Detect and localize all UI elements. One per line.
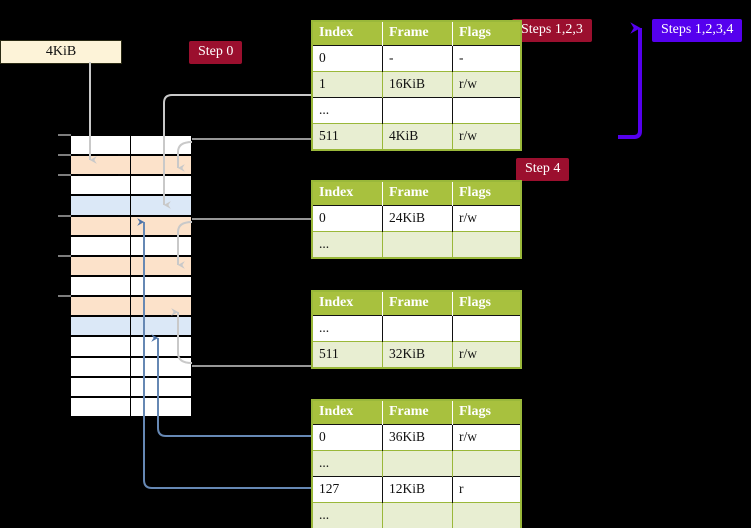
table-cell-frame <box>382 231 453 258</box>
memory-frame-row <box>71 396 191 417</box>
label-steps-1-2-3: Steps 1,2,3 <box>512 19 592 42</box>
column-header-index: Index <box>312 400 383 425</box>
table-cell-index: 127 <box>312 476 383 503</box>
table-cell-index: 511 <box>312 341 383 368</box>
column-header-frame: Frame <box>382 291 453 316</box>
column-header-index: Index <box>312 181 383 206</box>
table-cell-frame: - <box>382 45 453 72</box>
frame-4kib-label: 4KiB <box>45 44 77 59</box>
memory-frame-row <box>71 155 191 176</box>
memory-frame-row <box>71 215 191 236</box>
table-cell-frame: 12KiB <box>382 476 453 503</box>
table-cell-index: 0 <box>312 45 383 72</box>
table-cell-flags: r/w <box>452 205 521 232</box>
table-cell-index: 0 <box>312 424 383 451</box>
table-cell-frame <box>382 315 453 342</box>
memory-column-divider <box>130 135 131 417</box>
column-header-frame: Frame <box>382 400 453 425</box>
table-cell-index: 1 <box>312 71 383 98</box>
table-row[interactable]: ... <box>312 97 521 124</box>
memory-tick-mark <box>58 214 71 217</box>
column-header-flags: Flags <box>452 21 521 46</box>
table-row[interactable]: ... <box>312 502 521 528</box>
column-header-index: Index <box>312 291 383 316</box>
table-cell-index: ... <box>312 231 383 258</box>
arrow-steps-1-2-3-4-return <box>618 22 642 139</box>
memory-frame-row <box>71 336 191 357</box>
table-cell-flags: - <box>452 45 521 72</box>
column-header-flags: Flags <box>452 400 521 425</box>
table-cell-flags: r/w <box>452 341 521 368</box>
memory-frame-row <box>71 135 191 156</box>
table-cell-frame <box>382 502 453 528</box>
table-cell-flags: r/w <box>452 424 521 451</box>
table-cell-flags <box>452 315 521 342</box>
table-cell-flags: r/w <box>452 123 521 150</box>
table-cell-frame: 32KiB <box>382 341 453 368</box>
column-header-index: Index <box>312 21 383 46</box>
frame-4kib-box: 4KiB <box>0 40 122 64</box>
physical-memory-column <box>70 134 191 417</box>
label-steps-1-2-3-4: Steps 1,2,3,4 <box>652 19 743 42</box>
label-step-0: Step 0 <box>189 41 243 64</box>
column-header-frame: Frame <box>382 21 453 46</box>
table-cell-frame: 4KiB <box>382 123 453 150</box>
table-cell-flags: r/w <box>452 71 521 98</box>
table-row[interactable]: ... <box>312 231 521 258</box>
table-row[interactable]: 0-- <box>312 45 521 72</box>
memory-tick-mark <box>58 134 71 136</box>
table-cell-index: 0 <box>312 205 383 232</box>
column-header-frame: Frame <box>382 181 453 206</box>
table-cell-frame: 16KiB <box>382 71 453 98</box>
table-cell-index: ... <box>312 97 383 124</box>
table-row[interactable]: ... <box>312 450 521 477</box>
table-cell-frame: 36KiB <box>382 424 453 451</box>
memory-frame-row <box>71 175 191 196</box>
table-cell-flags <box>452 450 521 477</box>
table-cell-frame: 24KiB <box>382 205 453 232</box>
column-header-flags: Flags <box>452 181 521 206</box>
memory-frame-row <box>71 235 191 256</box>
table-cell-flags: r <box>452 476 521 503</box>
memory-tick-mark <box>58 254 71 257</box>
table-cell-flags <box>452 231 521 258</box>
table-cell-frame <box>382 97 453 124</box>
table-row[interactable]: ... <box>312 315 521 342</box>
table-cell-index: ... <box>312 315 383 342</box>
table-cell-flags <box>452 502 521 528</box>
table-cell-frame <box>382 450 453 477</box>
memory-frame-row <box>71 195 191 216</box>
table-cell-index: 511 <box>312 123 383 150</box>
memory-tick-mark <box>58 174 71 177</box>
memory-frame-row <box>71 316 191 337</box>
column-header-flags: Flags <box>452 291 521 316</box>
table-cell-index: ... <box>312 502 383 528</box>
memory-frame-row <box>71 255 191 276</box>
table-cell-index: ... <box>312 450 383 477</box>
memory-frame-row <box>71 356 191 377</box>
label-step-4: Step 4 <box>516 158 570 181</box>
memory-frame-row <box>71 376 191 397</box>
memory-frame-row <box>71 276 191 297</box>
table-cell-flags <box>452 97 521 124</box>
memory-frame-row <box>71 296 191 317</box>
memory-tick-mark <box>58 295 71 298</box>
memory-tick-mark <box>58 154 71 157</box>
